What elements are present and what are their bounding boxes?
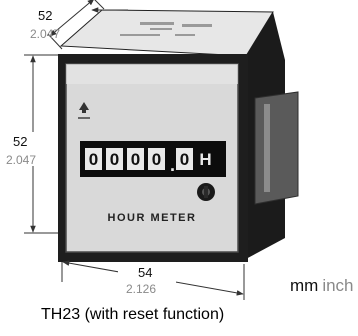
housing-top-print [120,22,212,36]
unit-inch: inch [322,276,354,295]
counter-digit: 0 [152,150,161,169]
counter-dot: . [170,155,175,175]
counter-unit: H [199,150,211,169]
left-height-mm: 52 [13,134,27,149]
bottom-width-mm: 54 [138,265,152,280]
counter-unit-cell [197,148,214,170]
counter-digit-cell [127,148,144,170]
bracket-highlight [264,104,270,192]
housing-top-face [59,9,274,57]
reset-arrow-icon [78,102,90,119]
mounting-bracket [254,91,299,205]
counter-digit: 0 [89,150,98,169]
bottom-width-inch: 2.126 [126,282,156,296]
top-width-dimension [49,0,95,37]
left-height-inch: 2.047 [6,153,36,167]
top-width-inch: 2.047 [30,27,60,41]
caption-text: TH23 (with reset function) [41,306,225,323]
front-panel-shade [66,64,238,84]
top-width-mm: 52 [38,8,52,23]
reset-knob[interactable] [197,183,215,201]
unit-mm: mm [290,276,319,295]
counter-digit: 0 [110,150,119,169]
counter-digit-cell [148,148,165,170]
counter-digit: 0 [131,150,140,169]
counter-digit-cell [176,148,193,170]
counter-digit: 0 [180,150,189,169]
counter-digit-cell [85,148,102,170]
counter-digit-cell [106,148,123,170]
panel-label: HOUR METER [108,212,197,224]
